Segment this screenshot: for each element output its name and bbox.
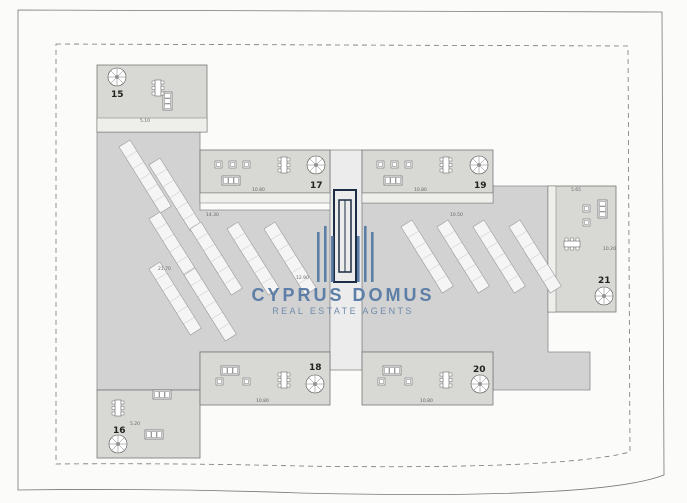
unit-17-width: 10.80 <box>252 187 265 193</box>
sofa-icon <box>162 91 173 111</box>
setback-line <box>55 43 631 468</box>
spiral-stair-icon <box>306 155 326 175</box>
sofa-icon <box>144 429 164 440</box>
unit-15-label: 15 <box>111 90 124 100</box>
unit-18-width: 10.80 <box>256 398 269 404</box>
unit-20-label: 20 <box>473 365 486 375</box>
right-roof-width: 10.50 <box>450 212 463 218</box>
chair-icon <box>376 160 385 169</box>
logo-bar <box>331 236 334 282</box>
sofa-icon <box>152 389 172 400</box>
brand-name: CYPRUS DOMUS <box>251 285 434 305</box>
spiral-stair-icon <box>469 155 489 175</box>
sofa-icon <box>221 175 241 186</box>
chair-icon <box>404 377 413 386</box>
terrace-19-parapet <box>361 192 494 204</box>
sofa-icon <box>382 365 402 376</box>
left-roof-height: 21.70 <box>158 266 171 272</box>
chair-icon <box>582 218 591 227</box>
dining-table-icon <box>563 237 581 251</box>
chair-icon <box>215 377 224 386</box>
terrace-21-parapet <box>547 185 557 313</box>
chair-icon <box>228 160 237 169</box>
spiral-stair-icon <box>594 286 614 306</box>
spiral-stair-icon <box>470 374 490 394</box>
spiral-stair-icon <box>107 67 127 87</box>
plot-boundary <box>17 9 665 495</box>
unit-21-width: 5.65 <box>571 187 581 193</box>
unit-20-width: 10.80 <box>420 398 433 404</box>
unit-21-height: 10.20 <box>603 246 616 252</box>
sofa-icon <box>597 199 608 219</box>
terrace-15-parapet <box>96 117 208 133</box>
logo-bar <box>324 226 327 282</box>
chair-icon <box>214 160 223 169</box>
chair-icon <box>404 160 413 169</box>
spiral-stair-icon <box>305 374 325 394</box>
logo-bar <box>371 232 374 282</box>
unit-15-width: 5.10 <box>140 118 150 124</box>
brand-tagline: REAL ESTATE AGENTS <box>272 306 414 316</box>
unit-16-label: 16 <box>113 426 126 436</box>
dining-table-icon <box>439 156 453 174</box>
core-lift <box>333 189 357 283</box>
unit-17-label: 17 <box>310 181 323 191</box>
dining-table-icon <box>439 371 453 389</box>
left-roof-width: 14.30 <box>206 212 219 218</box>
unit-21-label: 21 <box>598 276 611 286</box>
sofa-icon <box>383 175 403 186</box>
chair-icon <box>242 160 251 169</box>
dining-table-icon <box>111 399 125 417</box>
chair-icon <box>390 160 399 169</box>
unit-18-label: 18 <box>309 363 322 373</box>
unit-19-width: 10.80 <box>414 187 427 193</box>
core-height: 12.90 <box>296 275 309 281</box>
terrace-17-parapet <box>199 192 331 204</box>
unit-19-label: 19 <box>474 181 487 191</box>
spiral-stair-icon <box>108 434 128 454</box>
dining-table-icon <box>277 371 291 389</box>
brand-logo <box>317 226 374 282</box>
chair-icon <box>582 204 591 213</box>
logo-bar <box>364 226 367 282</box>
dining-table-icon <box>277 156 291 174</box>
sofa-icon <box>220 365 240 376</box>
terrace-17 <box>199 149 331 194</box>
chair-icon <box>377 377 386 386</box>
chair-icon <box>242 377 251 386</box>
logo-bar <box>317 232 320 282</box>
terrace-19 <box>361 149 494 194</box>
unit-16-width: 5.20 <box>130 421 140 427</box>
logo-bar <box>357 236 360 282</box>
dining-table-icon <box>151 79 165 97</box>
